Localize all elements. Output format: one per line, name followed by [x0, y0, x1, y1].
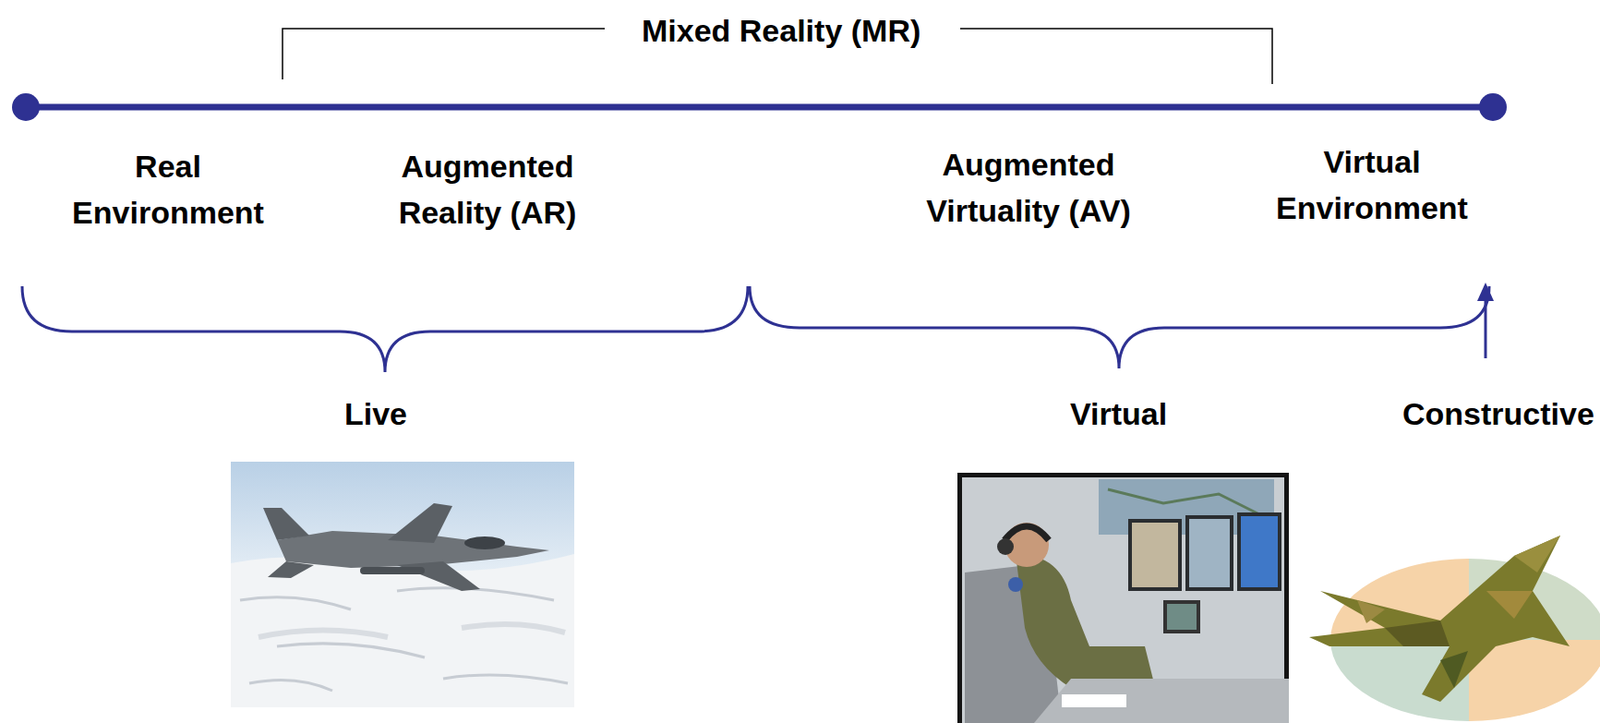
continuum-point: Augmented Reality (AR) — [376, 143, 599, 236]
continuum-line — [25, 104, 1493, 111]
end-dot — [12, 93, 40, 121]
constructive-icon — [1309, 535, 1600, 723]
category-label: Constructive — [1402, 390, 1595, 437]
continuum-heading: Mixed Reality (MR) — [634, 7, 928, 54]
continuum-point: Virtual Environment — [1256, 138, 1488, 231]
virtual-brace — [749, 286, 1490, 369]
simulator-photo — [957, 472, 1289, 723]
end-dot — [1479, 93, 1507, 121]
pointer-arrow — [1484, 297, 1488, 359]
continuum-point: Real Environment — [52, 143, 284, 236]
live-brace — [22, 286, 748, 373]
category-label: Virtual — [1070, 390, 1167, 437]
category-label: Live — [344, 390, 408, 437]
jet-photo — [230, 461, 575, 708]
arrow-head — [1477, 282, 1494, 301]
continuum-point: Augmented Virtuality (AV) — [894, 141, 1163, 234]
